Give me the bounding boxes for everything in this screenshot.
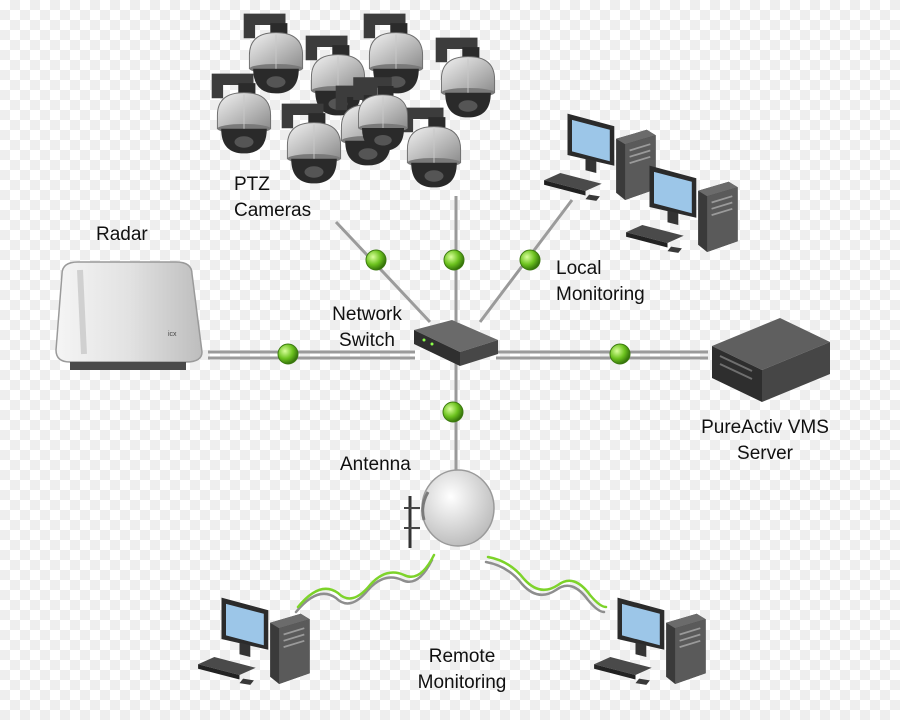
server-label-line2: Server xyxy=(737,443,793,464)
local-label-line1: Local xyxy=(556,258,602,279)
wireless-links xyxy=(294,553,608,614)
network-switch-icon xyxy=(414,320,498,366)
node-local xyxy=(519,249,541,271)
radar-label: Radar xyxy=(96,222,148,248)
ptz-cameras-label: PTZ Cameras xyxy=(234,172,311,224)
desktop-computer-icon xyxy=(543,112,739,254)
switch-label-line2: Switch xyxy=(339,330,395,351)
wireless-right-shadow xyxy=(484,560,606,614)
radar-icon: icx xyxy=(55,261,203,370)
switch-label-line1: Network xyxy=(332,304,402,325)
ptz-label-line2: Cameras xyxy=(234,200,312,221)
antenna-label-text: Antenna xyxy=(340,454,411,475)
local-label-line2: Monitoring xyxy=(556,284,645,305)
network-switch-label: Network Switch xyxy=(322,302,412,354)
node-camera-center xyxy=(443,249,465,271)
wireless-left xyxy=(296,553,436,609)
remote-label-line2: Monitoring xyxy=(417,672,507,693)
link-camera-left xyxy=(334,220,432,324)
node-radar xyxy=(277,343,299,365)
remote-label-line1: Remote xyxy=(428,646,496,667)
remote-monitoring-label: Remote Monitoring xyxy=(404,644,520,696)
ptz-camera-icon xyxy=(211,13,496,188)
link-nodes xyxy=(277,249,631,423)
server-icon xyxy=(712,318,830,402)
node-antenna xyxy=(442,401,464,423)
wireless-left-shadow xyxy=(294,558,434,614)
server-label: PureActiv VMS Server xyxy=(690,415,840,467)
wireless-right xyxy=(486,555,608,609)
dish-antenna-icon xyxy=(404,469,495,548)
node-camera-left xyxy=(365,249,387,271)
radar-label-text: Radar xyxy=(96,224,148,245)
ptz-label-line1: PTZ xyxy=(234,174,270,195)
node-server xyxy=(609,343,631,365)
antenna-label: Antenna xyxy=(340,452,411,478)
server-label-line1: PureActiv VMS xyxy=(701,417,829,438)
svg-text:icx: icx xyxy=(168,331,177,338)
local-monitoring-label: Local Monitoring xyxy=(556,256,645,308)
